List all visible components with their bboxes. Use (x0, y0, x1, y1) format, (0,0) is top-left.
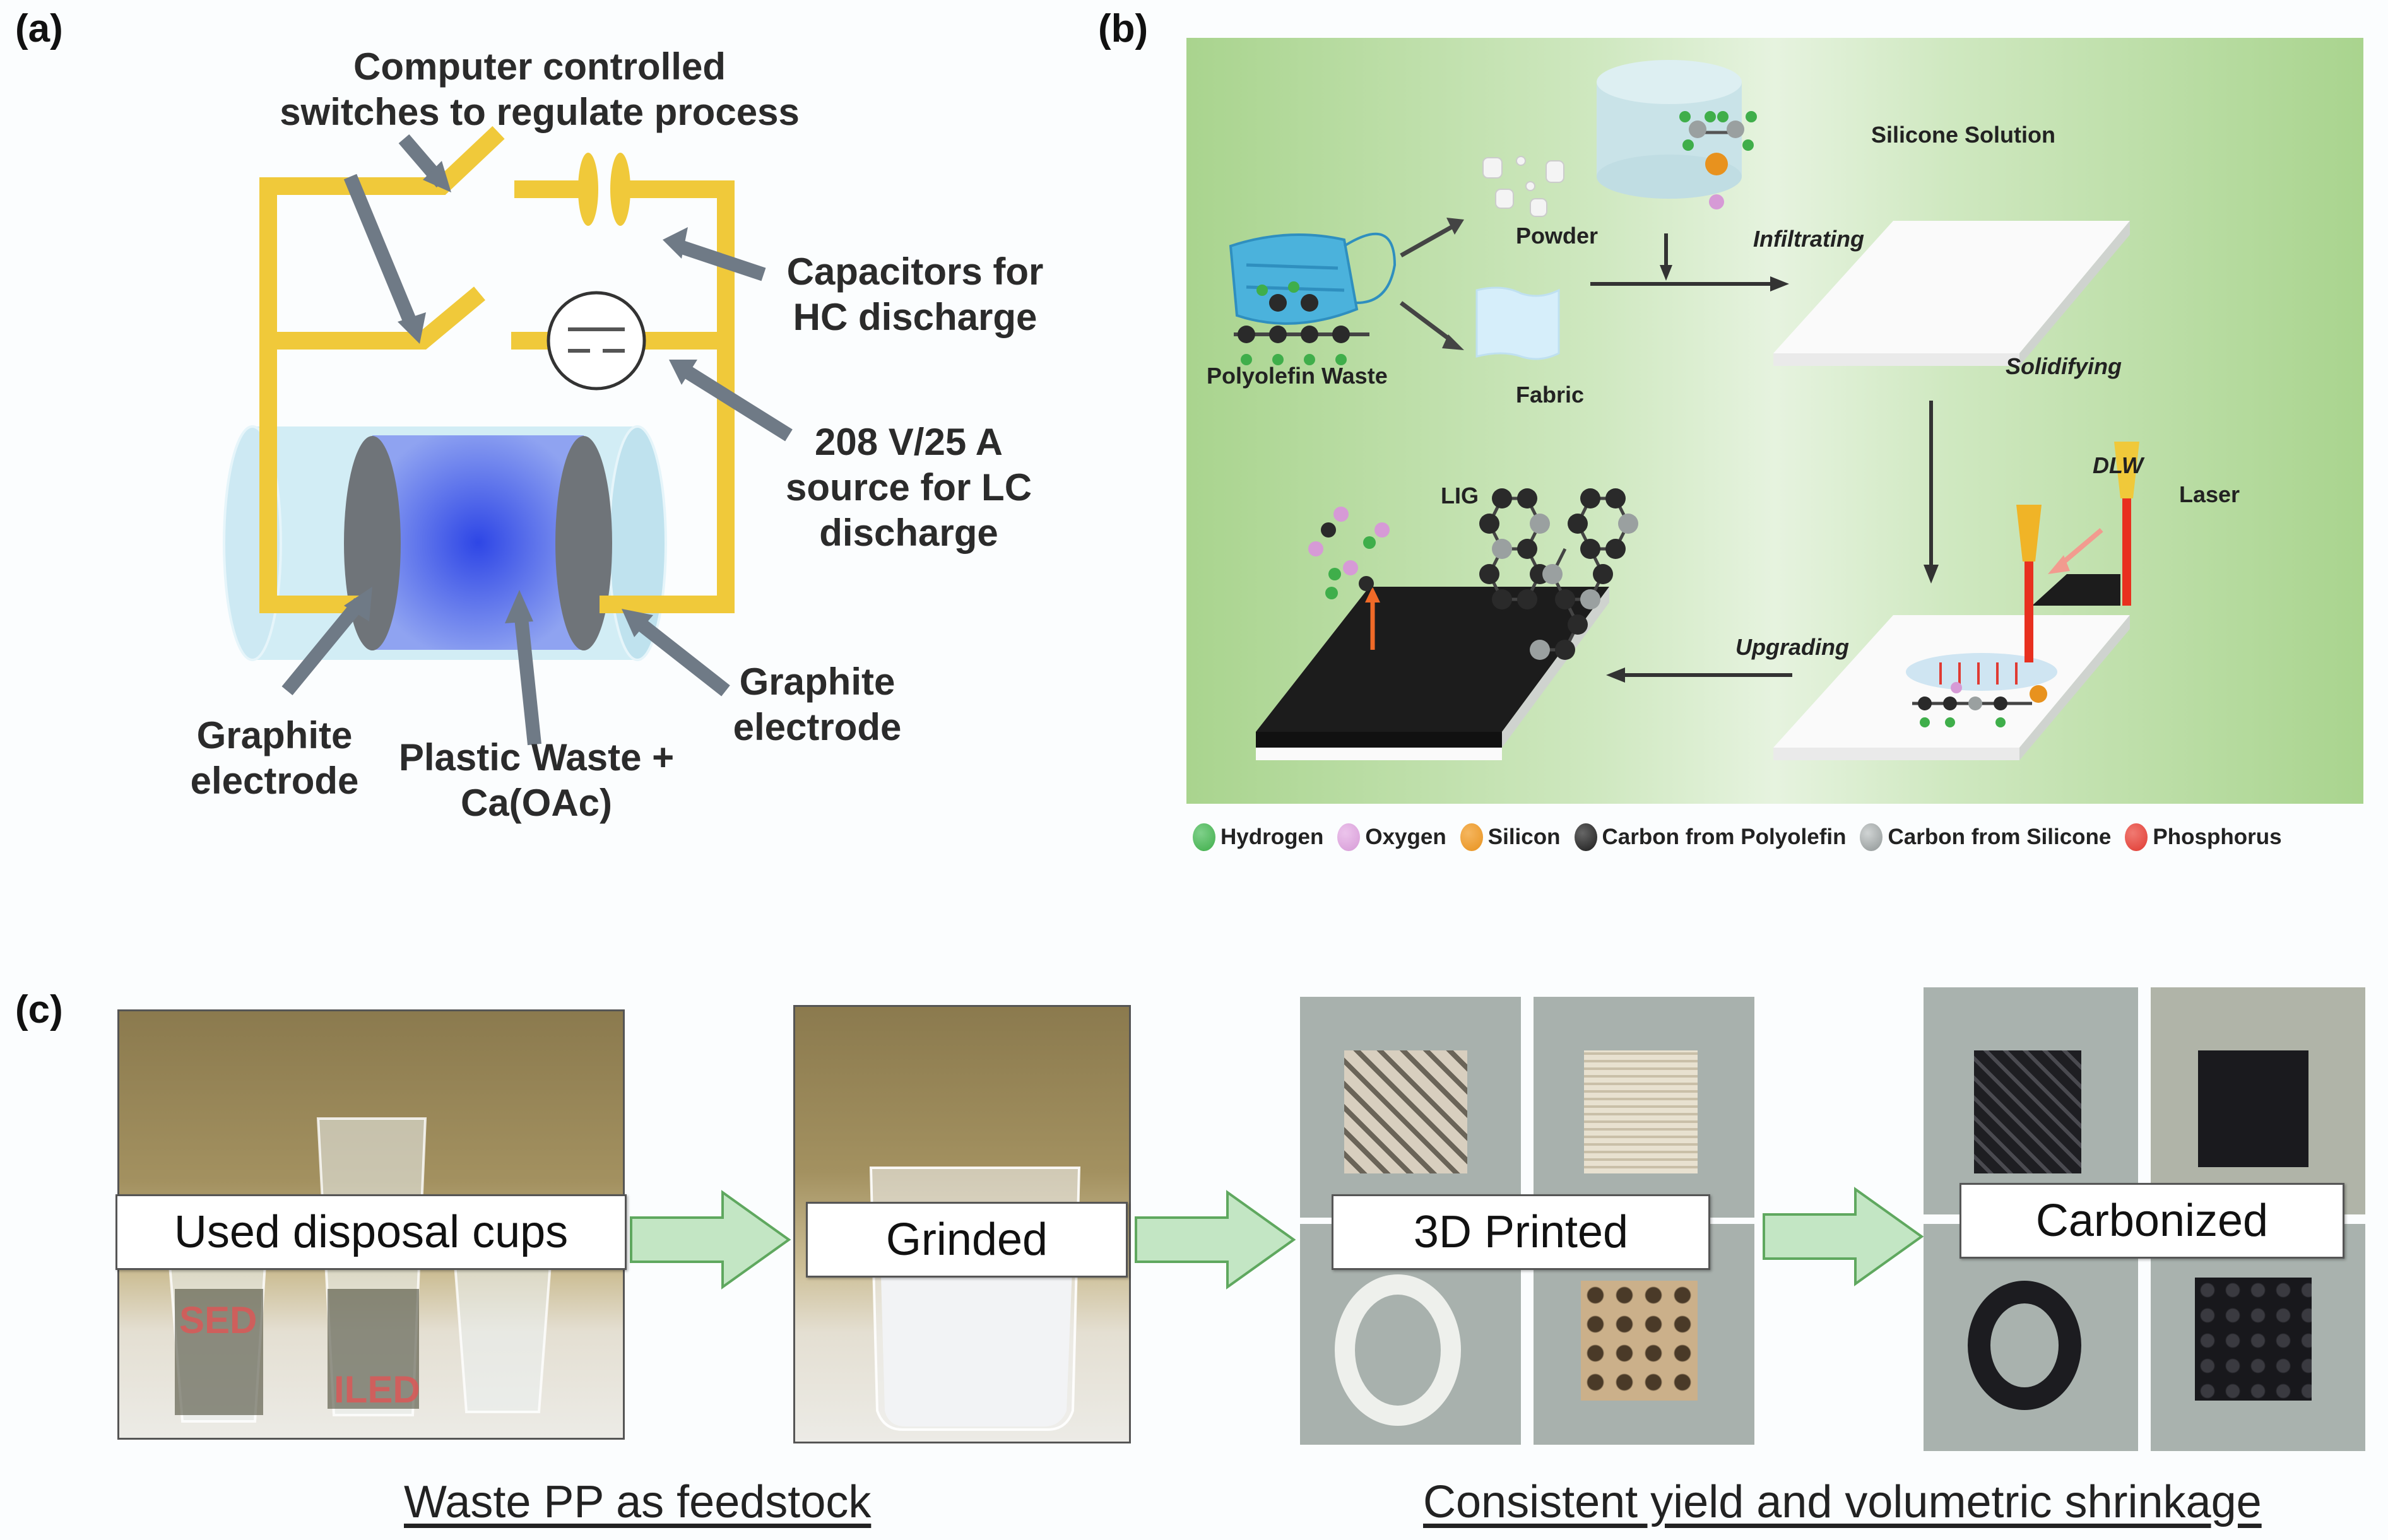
photo-grid-3d-printed (1300, 997, 1754, 1445)
legend-item-carbon-polyolefin: Carbon from Polyolefin (1574, 823, 1847, 851)
fabric-icon (1475, 286, 1560, 360)
source-label-line1: 208 V/25 A (815, 421, 1003, 463)
photo-printed-lattice (1534, 997, 1754, 1218)
solidifying-label: Solidifying (2006, 353, 2122, 379)
source-label-line3: discharge (819, 512, 998, 554)
legend-item-oxygen: Oxygen (1337, 823, 1446, 851)
lig-label: LIG (1441, 483, 1479, 508)
photo-carbon-schwarz (2151, 1224, 2365, 1451)
split-arrows (1399, 218, 1464, 350)
capacitor-plate-icon (578, 153, 598, 226)
legend-label: Silicon (1487, 825, 1561, 849)
annotation-arrows (281, 134, 793, 746)
silicone-slab (1773, 221, 2130, 366)
process-arrow-1 (630, 1190, 791, 1290)
photo-carbon-gyroid (1924, 987, 2138, 1214)
polymer-chain-icon (1234, 281, 1369, 365)
panel-a-circuit-diagram (223, 126, 793, 746)
photo-carbon-lattice (2151, 987, 2365, 1214)
right-electrode-label-line2: electrode (733, 706, 902, 748)
switches-label: Computer controlled switches to regulate… (271, 44, 808, 135)
photo-grid-carbonized (1924, 987, 2365, 1451)
carbon-silicone-atom-icon (1860, 823, 1883, 851)
panel-a-label: (a) (15, 7, 63, 50)
step-label-3d-printed: 3D Printed (1332, 1194, 1710, 1270)
panel-b-label: (b) (1098, 7, 1149, 50)
powder-label: Powder (1516, 223, 1599, 249)
capacitors-label-line1: Capacitors for (786, 250, 1044, 293)
photo-printed-gyroid (1300, 997, 1521, 1218)
lig-slab (1256, 587, 1609, 760)
step-label-carbonized: Carbonized (1959, 1183, 2344, 1259)
element-legend: Hydrogen Oxygen Silicon Carbon from Poly… (1193, 823, 2282, 851)
legend-item-phosphorus: Phosphorus (2125, 823, 2282, 851)
polyolefin-waste-label: Polyolefin Waste (1207, 363, 1388, 389)
source-label: 208 V/25 A source for LC discharge (783, 420, 1035, 556)
gas-release-arrow (1365, 587, 1380, 650)
svg-text:SED: SED (179, 1299, 257, 1341)
fabric-label: Fabric (1516, 382, 1585, 408)
step-label-grinded: Grinded (806, 1202, 1128, 1278)
plastic-waste-label-line2: Ca(OAc) (460, 782, 613, 824)
laser-head-icon (2016, 442, 2139, 662)
switches-label-line2: switches to regulate process (280, 91, 800, 133)
upgrading-arrow (1606, 667, 1792, 683)
panel-b-process-diagram (1229, 60, 2139, 760)
laser-slab (1773, 574, 2130, 760)
svg-text:ILED: ILED (334, 1368, 420, 1411)
capacitors-label-line2: HC discharge (793, 296, 1037, 338)
laser-label: Laser (2179, 481, 2240, 507)
caption-waste-pp: Waste PP as feedstock (404, 1477, 872, 1527)
photo-carbon-ring (1924, 1224, 2138, 1451)
infiltrating-arrows (1590, 233, 1789, 291)
silicone-dish-icon (1597, 60, 1757, 209)
plastic-waste-label: Plastic Waste + Ca(OAc) (379, 735, 694, 826)
panel-c-label: (c) (15, 988, 63, 1032)
dc-source-icon (547, 291, 646, 391)
caption-consistent-yield: Consistent yield and volumetric shrinkag… (1423, 1477, 2262, 1527)
oxygen-atom-icon (1337, 823, 1361, 851)
graphite-electrode-right (555, 436, 612, 650)
legend-label: Hydrogen (1221, 825, 1324, 849)
switches-label-line1: Computer controlled (353, 45, 726, 88)
carbon-polyolefin-atom-icon (1574, 823, 1597, 851)
left-electrode-label-line2: electrode (190, 760, 359, 802)
plastic-waste-label-line1: Plastic Waste + (398, 736, 675, 779)
process-arrow-2 (1135, 1190, 1296, 1290)
capacitor-plate-icon (610, 153, 630, 226)
dlw-label: DLW (2093, 452, 2143, 478)
capacitors-label: Capacitors for HC discharge (783, 249, 1048, 340)
plasma-region (372, 435, 584, 650)
left-electrode-label: Graphite electrode (170, 713, 379, 804)
graphene-lattice-icon (1479, 488, 1638, 660)
left-electrode-label-line1: Graphite (196, 714, 353, 756)
legend-label: Carbon from Silicone (1888, 825, 2112, 849)
legend-item-silicon: Silicon (1460, 823, 1561, 851)
silicon-atom-icon (1460, 823, 1483, 851)
source-label-line2: source for LC (785, 466, 1032, 508)
hydrogen-atom-icon (1193, 823, 1215, 851)
legend-item-hydrogen: Hydrogen (1193, 823, 1323, 851)
right-electrode-label-line1: Graphite (739, 661, 896, 703)
silicone-solution-label: Silicone Solution (1871, 122, 2056, 148)
gas-molecules (1308, 507, 1390, 599)
dlw-arrow (1924, 401, 1939, 584)
legend-label: Carbon from Polyolefin (1602, 825, 1847, 849)
legend-label: Phosphorus (2153, 825, 2282, 849)
upgrading-label: Upgrading (1735, 634, 1849, 660)
legend-item-carbon-silicone: Carbon from Silicone (1860, 823, 2111, 851)
powder-icon (1482, 156, 1564, 217)
step-label-used-cups: Used disposal cups (115, 1194, 627, 1270)
infiltrating-label: Infiltrating (1753, 226, 1864, 252)
legend-label: Oxygen (1365, 825, 1446, 849)
right-electrode-label: Graphite electrode (713, 659, 921, 750)
phosphorus-atom-icon (2125, 823, 2148, 851)
process-arrow-3 (1763, 1187, 1924, 1286)
